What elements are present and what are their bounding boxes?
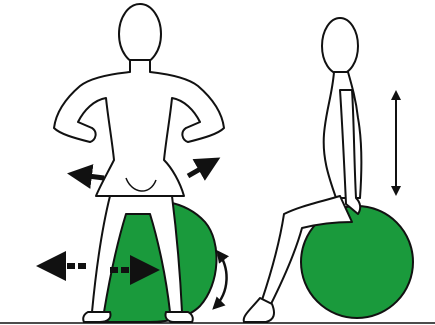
figure-front xyxy=(42,4,227,322)
arrow-left-icon xyxy=(72,174,104,178)
figure-side xyxy=(244,18,413,322)
arrow-right-icon xyxy=(188,160,216,176)
